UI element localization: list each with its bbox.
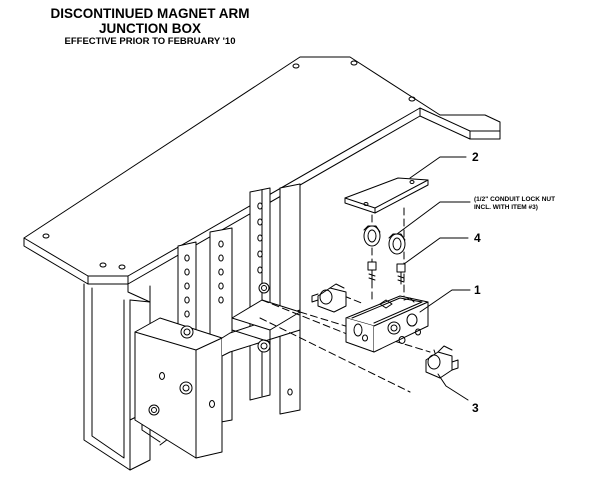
cover-screw [396, 263, 406, 285]
callout-leaders [396, 156, 471, 401]
cover-screw [367, 261, 377, 283]
mounting-hole [408, 96, 416, 102]
mounting-hole [292, 63, 300, 69]
junction-box [345, 295, 429, 353]
lock-nut-note-line2: INCL. WITH ITEM #3) [474, 204, 538, 211]
conduit-connector [311, 283, 347, 313]
assembly-lines [259, 207, 437, 393]
junction-box-cover [344, 177, 429, 214]
title-block: DISCONTINUED MAGNET ARM JUNCTION BOX EFF… [0, 6, 300, 48]
mounting-hole [118, 264, 126, 270]
hex-bolt [258, 282, 270, 294]
hex-bolt [179, 381, 193, 395]
conduit-lock-nut [388, 233, 406, 255]
conduit-connector [425, 345, 459, 379]
hex-bolt [148, 404, 160, 416]
mounting-hole [42, 233, 50, 239]
mounting-hole [99, 262, 107, 268]
callout-item-4: 4 [474, 231, 481, 245]
effective-date: EFFECTIVE PRIOR TO FEBRUARY '10 [64, 36, 236, 47]
callout-item-2: 2 [472, 150, 479, 164]
diagram-subtitle: JUNCTION BOX [98, 21, 201, 36]
diagram-title: DISCONTINUED MAGNET ARM [50, 6, 250, 21]
mounting-hole [350, 60, 358, 66]
conduit-lock-nut [363, 225, 381, 247]
callout-item-3: 3 [472, 401, 479, 415]
arm-top-plate [23, 56, 501, 303]
callout-item-1: 1 [474, 283, 481, 297]
hex-bolt [180, 325, 194, 339]
lock-nut-note-line1: (1/2" CONDUIT LOCK NUT [474, 196, 555, 203]
